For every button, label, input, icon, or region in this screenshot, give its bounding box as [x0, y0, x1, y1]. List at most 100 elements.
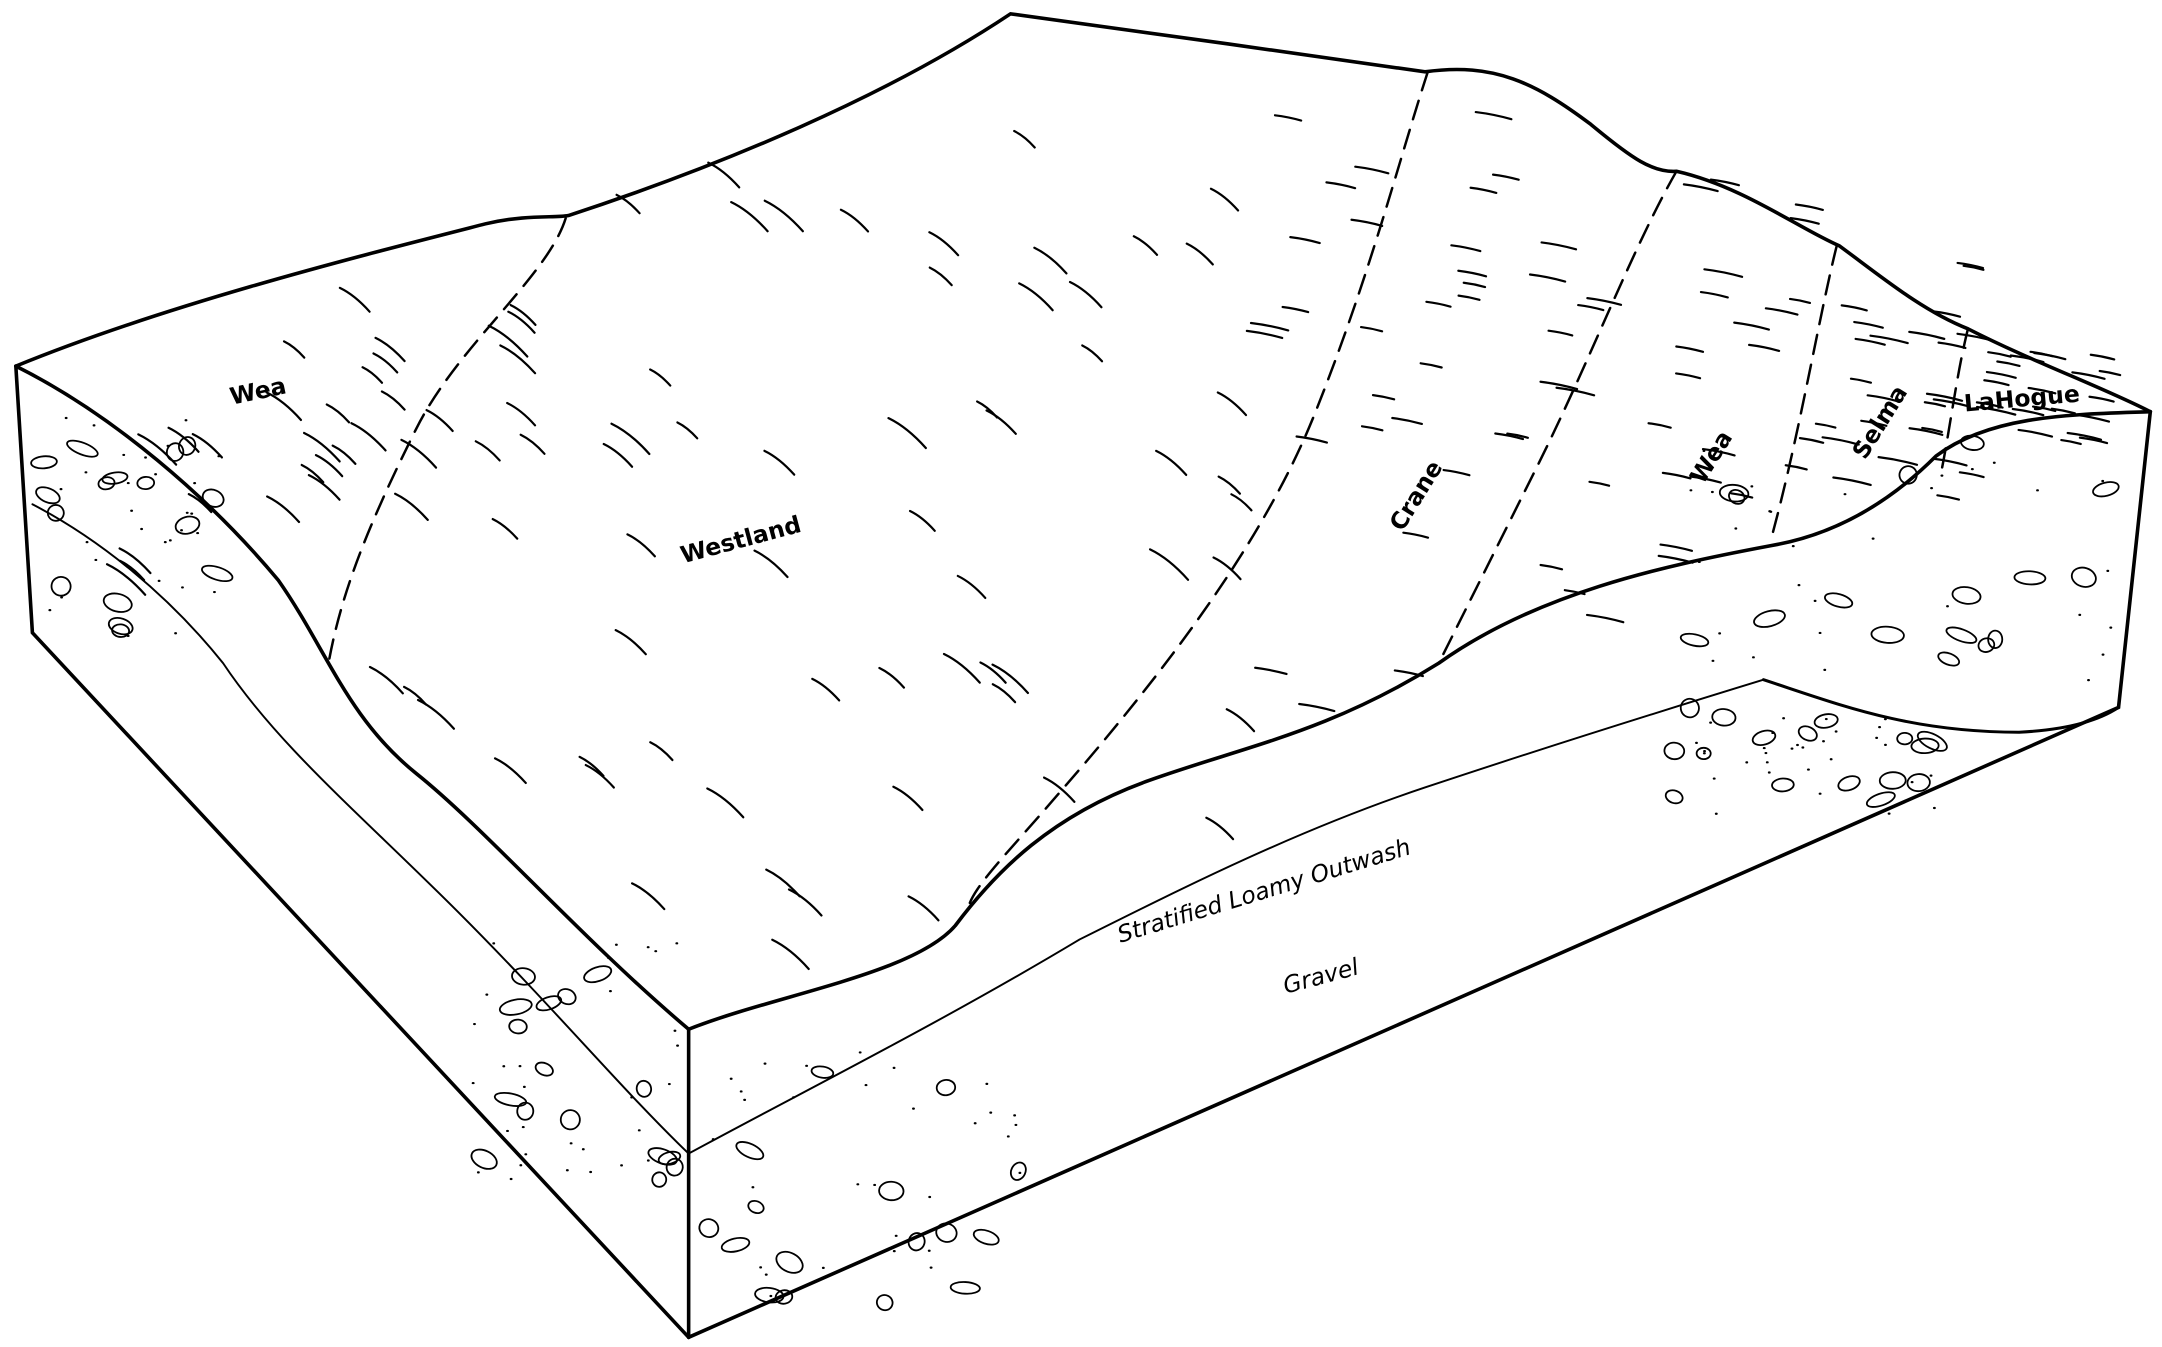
hachure-mark	[1539, 563, 1564, 571]
pebble	[1987, 629, 2004, 649]
hachure-mark	[1402, 531, 1430, 539]
hachure-mark	[1457, 269, 1488, 278]
hachure-mark	[1849, 377, 1872, 384]
pebble	[498, 998, 533, 1016]
pebble	[174, 515, 201, 535]
pebble	[508, 1018, 528, 1035]
hachure-mark	[631, 882, 666, 911]
hachure-mark	[425, 408, 454, 433]
hachure-mark	[1081, 344, 1104, 363]
hachure-mark	[2066, 431, 2103, 441]
hachure-mark	[1701, 447, 1736, 457]
pebble	[1916, 730, 1948, 752]
pebble	[720, 1237, 751, 1253]
hachure-mark	[1547, 329, 1574, 337]
hachure-mark	[787, 888, 823, 917]
hachure-mark	[506, 401, 537, 427]
pebble	[657, 1150, 682, 1166]
hachure-mark	[1539, 380, 1579, 391]
hachure-mark	[1419, 362, 1443, 369]
hachure-mark	[892, 785, 924, 812]
hachure-mark	[1908, 330, 1946, 340]
hachure-mark	[771, 938, 810, 971]
pebble	[1896, 731, 1914, 746]
hachure-mark	[509, 303, 537, 326]
pebble	[35, 486, 61, 505]
hachure-mark	[325, 403, 351, 424]
pebble	[470, 1148, 498, 1170]
pebble	[1664, 789, 1684, 805]
hachure-mark	[1733, 321, 1770, 331]
top-surface-back-edge	[14, 11, 2153, 414]
hachure-mark	[394, 492, 429, 521]
hachure-mark	[1350, 218, 1384, 228]
pebble	[775, 1250, 804, 1274]
sand-stipple	[48, 416, 2113, 1298]
hachure-mark	[1788, 297, 1812, 305]
hachure-mark	[1661, 471, 1692, 480]
hachure-mark	[1975, 405, 2017, 416]
hachure-mark	[763, 449, 796, 476]
hachure-mark	[1254, 666, 1288, 676]
hachure-mark	[1506, 432, 1529, 439]
hachure-mark	[1840, 304, 1868, 312]
hachure-mark	[302, 431, 341, 463]
hachure-mark	[602, 442, 634, 468]
pebble	[1977, 637, 1996, 653]
pebble	[1695, 746, 1712, 761]
pebble	[557, 988, 577, 1006]
hachure-mark	[416, 698, 456, 730]
hachure-mark	[1577, 303, 1605, 312]
hachure-mark	[1155, 449, 1188, 477]
pebble	[1718, 483, 1750, 503]
hachure-mark	[105, 563, 147, 596]
gravel-lens-boundary	[1761, 678, 2121, 734]
pebble	[534, 1061, 554, 1077]
pebble	[1870, 625, 1905, 644]
right-face-surface-profile	[686, 409, 2153, 1032]
hachure-mark	[1794, 203, 1824, 211]
hachure-mark	[1442, 468, 1471, 477]
pebble	[774, 1289, 794, 1305]
hachure-mark	[707, 161, 741, 189]
pebble	[665, 1157, 684, 1177]
hachure-mark	[1245, 329, 1284, 340]
hachure-mark	[1354, 165, 1390, 175]
left-face-outline	[14, 364, 691, 1340]
hachure-mark	[615, 193, 641, 215]
pebble	[101, 471, 129, 485]
slope-hachures	[105, 110, 2122, 971]
hachure-mark	[1647, 422, 1672, 429]
hachure-mark	[976, 400, 999, 419]
hachure-mark	[1018, 282, 1054, 312]
hachure-mark	[1491, 173, 1520, 181]
gravel-pebbles	[30, 434, 2120, 1312]
hachure-mark	[1281, 305, 1310, 314]
pebble	[935, 1079, 957, 1097]
pebble	[535, 995, 563, 1012]
hachure-mark	[1699, 290, 1729, 299]
pebble	[559, 1109, 581, 1131]
pebble	[1679, 697, 1700, 719]
pebble	[1797, 725, 1818, 742]
hachure-mark	[1217, 475, 1242, 495]
hachure-mark	[1923, 401, 1947, 408]
hachure-mark	[1956, 261, 1985, 270]
hachure-mark	[493, 757, 527, 785]
hachure-mark	[1555, 386, 1596, 397]
pebble	[111, 623, 131, 638]
hachure-mark	[1932, 398, 1970, 408]
hachure-mark	[1659, 543, 1694, 552]
pebble	[754, 1286, 785, 1304]
hachure-mark	[1703, 268, 1744, 278]
pebble	[735, 1141, 765, 1161]
hachure-mark	[1908, 427, 1944, 436]
hachure-mark	[1212, 556, 1242, 581]
boundary-wea-westland	[326, 217, 567, 668]
hachure-mark	[1921, 426, 1943, 433]
hachure-mark	[1289, 236, 1321, 245]
hachure-mark	[985, 409, 1017, 435]
hachure-mark	[1832, 476, 1872, 487]
hachure-mark	[1821, 436, 1860, 446]
hachure-mark	[1588, 480, 1611, 487]
